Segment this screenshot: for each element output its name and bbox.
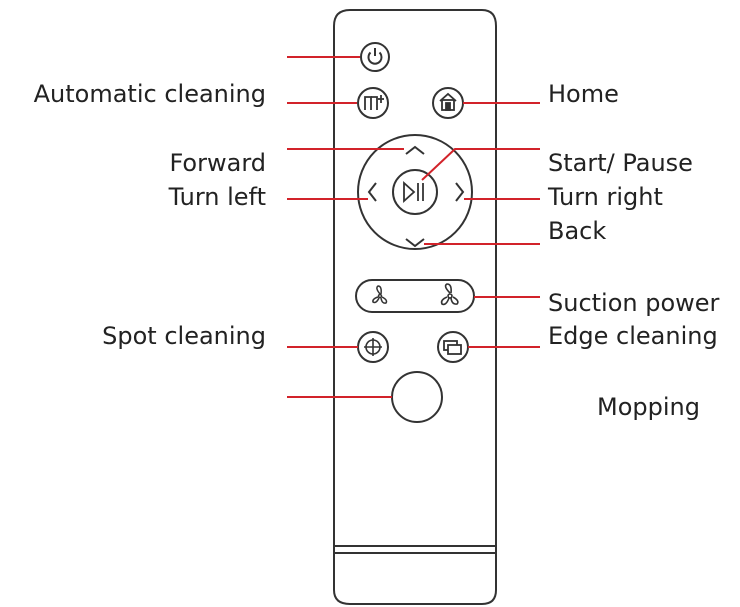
play-pause-icon (403, 180, 424, 204)
power-button[interactable] (360, 42, 390, 72)
turn-right-button[interactable] (455, 182, 465, 202)
edge-icon (443, 340, 462, 355)
fan-icon (372, 285, 388, 304)
suction-power-button[interactable] (355, 279, 475, 313)
auto-clean-button[interactable] (357, 87, 389, 119)
home-icon (439, 92, 457, 111)
label-forward: Forward (169, 149, 266, 177)
label-mopping: Mopping (597, 393, 700, 421)
label-home: Home (548, 80, 619, 108)
chevron-right-icon (455, 182, 465, 202)
auto-clean-icon (364, 95, 384, 110)
start-pause-button[interactable] (392, 169, 438, 215)
home-button[interactable] (432, 87, 464, 119)
mopping-button[interactable] (391, 371, 443, 423)
turn-left-button[interactable] (367, 182, 377, 202)
label-turn-right: Turn right (548, 183, 663, 211)
back-button[interactable] (405, 238, 425, 248)
chevron-up-icon (405, 145, 425, 155)
fan-icon (440, 283, 459, 306)
label-back: Back (548, 217, 607, 245)
leader-start-pause (421, 148, 540, 181)
label-turn-left: Turn left (168, 183, 266, 211)
forward-button[interactable] (405, 145, 425, 155)
power-icon (367, 48, 383, 65)
label-spot-cleaning: Spot cleaning (102, 322, 266, 350)
chevron-down-icon (405, 238, 425, 248)
edge-cleaning-button[interactable] (437, 331, 469, 363)
label-suction-power: Suction power (548, 289, 720, 317)
label-edge-cleaning: Edge cleaning (548, 322, 718, 350)
leader-lines (287, 56, 540, 398)
label-start-pause: Start/ Pause (548, 149, 693, 177)
spot-target-icon (364, 338, 382, 356)
spot-cleaning-button[interactable] (357, 331, 389, 363)
chevron-left-icon (367, 182, 377, 202)
label-automatic-cleaning: Automatic cleaning (33, 80, 266, 108)
